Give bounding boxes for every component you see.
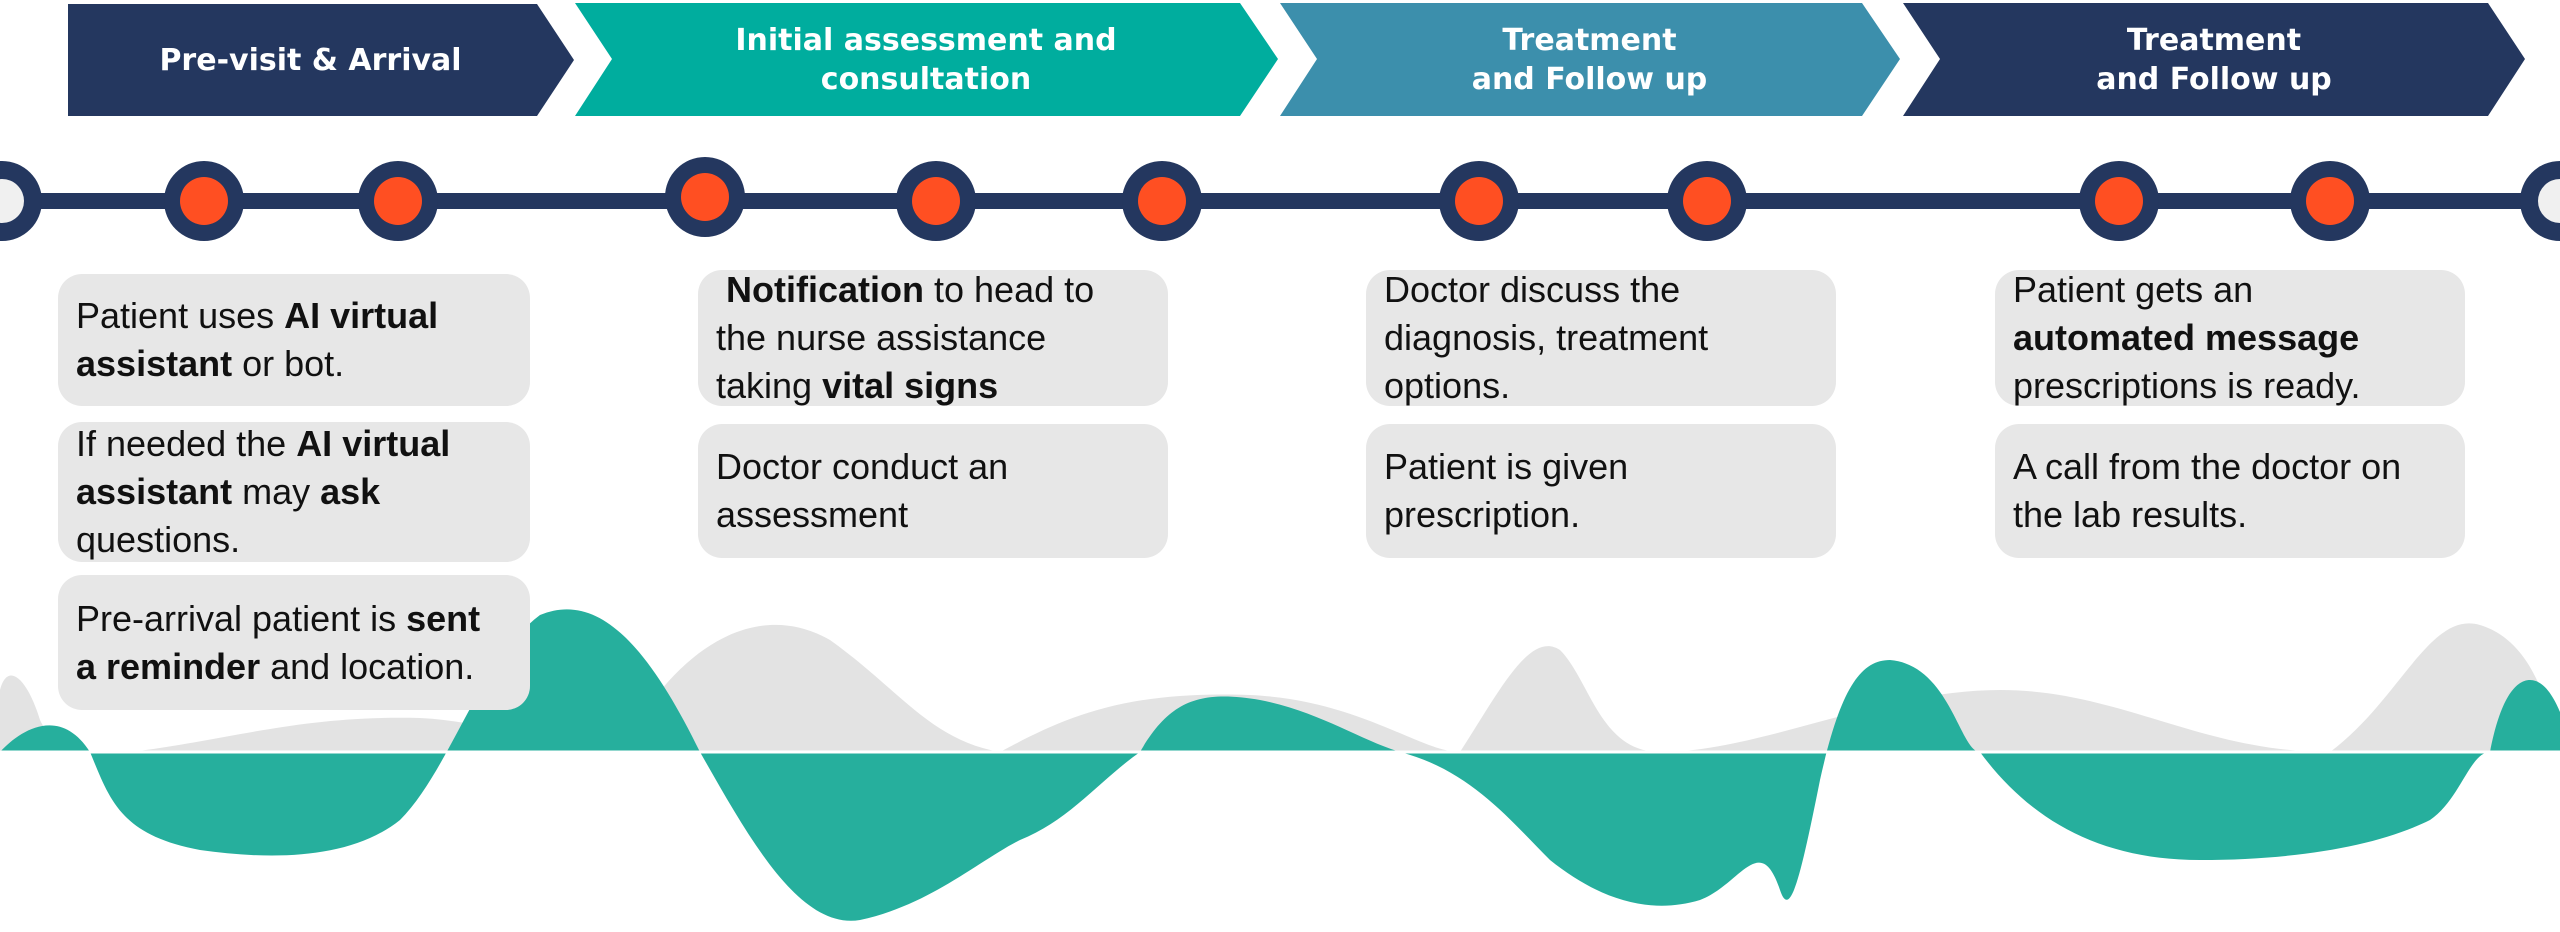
timeline-dot <box>665 157 745 237</box>
card-notification: Notification to head to the nurse assist… <box>698 269 1168 406</box>
timeline-end-right <box>2520 161 2560 241</box>
stage-4-title-line2: and Follow up <box>2096 61 2332 97</box>
card-reminder: Pre-arrival patient is sent a reminder a… <box>58 575 530 710</box>
card-doctor-assessment: Doctor conduct an assessment <box>698 424 1168 558</box>
timeline-dot <box>1122 161 1202 241</box>
stage-2-label: Initial assessment and consultation <box>612 3 1240 116</box>
timeline-dot <box>2079 161 2159 241</box>
card-text: Patient uses AI virtual assistant or bot… <box>76 295 439 384</box>
card-text: Patient gets an automated message prescr… <box>2013 269 2361 406</box>
card-text: If needed the AI virtual assistant may a… <box>76 423 451 560</box>
card-prescription: Patient is given prescription. <box>1366 424 1836 558</box>
card-text: A call from the doctor on the lab result… <box>2013 446 2402 535</box>
stage-2-chevron <box>575 3 1278 116</box>
card-text: Doctor conduct an assessment <box>716 446 1009 535</box>
card-lab-results: A call from the doctor on the lab result… <box>1995 424 2465 558</box>
card-text: Notification to head to the nurse assist… <box>716 269 1095 406</box>
timeline-dot <box>1667 161 1747 241</box>
stage-3-title-line1: Treatment <box>1502 22 1677 58</box>
card-ask-questions: If needed the AI virtual assistant may a… <box>58 422 530 562</box>
stage-3-label: Treatment and Follow up <box>1317 3 1862 116</box>
timeline-dot <box>1439 161 1519 241</box>
stage-2-title-line1: Initial assessment and <box>735 22 1117 58</box>
card-diagnosis: Doctor discuss the diagnosis, treatment … <box>1366 269 1836 406</box>
timeline-dot <box>2290 161 2370 241</box>
timeline-dot <box>896 161 976 241</box>
stage-4-label: Treatment and Follow up <box>1940 3 2488 116</box>
stage-2-title-line2: consultation <box>820 61 1032 97</box>
card-text: Doctor discuss the diagnosis, treatment … <box>1384 269 1709 406</box>
card-ai-assistant: Patient uses AI virtual assistant or bot… <box>58 274 530 406</box>
timeline-dot <box>164 161 244 241</box>
stage-3-chevron <box>1280 3 1900 116</box>
timeline-end-left <box>0 161 42 241</box>
timeline-dot <box>358 161 438 241</box>
card-text: Patient is given prescription. <box>1384 446 1629 535</box>
stage-3-title-line2: and Follow up <box>1471 61 1708 97</box>
card-text: Pre-arrival patient is sent a reminder a… <box>76 597 481 687</box>
stage-1-label: Pre-visit & Arrival <box>68 4 553 116</box>
stage-1-chevron <box>68 4 574 116</box>
stage-4-title-line1: Treatment <box>2126 22 2302 58</box>
teal-wave <box>0 609 2560 921</box>
card-automated-message: Patient gets an automated message prescr… <box>1995 269 2465 406</box>
stage-1-title: Pre-visit & Arrival <box>159 42 462 78</box>
stage-4-chevron <box>1903 3 2525 116</box>
